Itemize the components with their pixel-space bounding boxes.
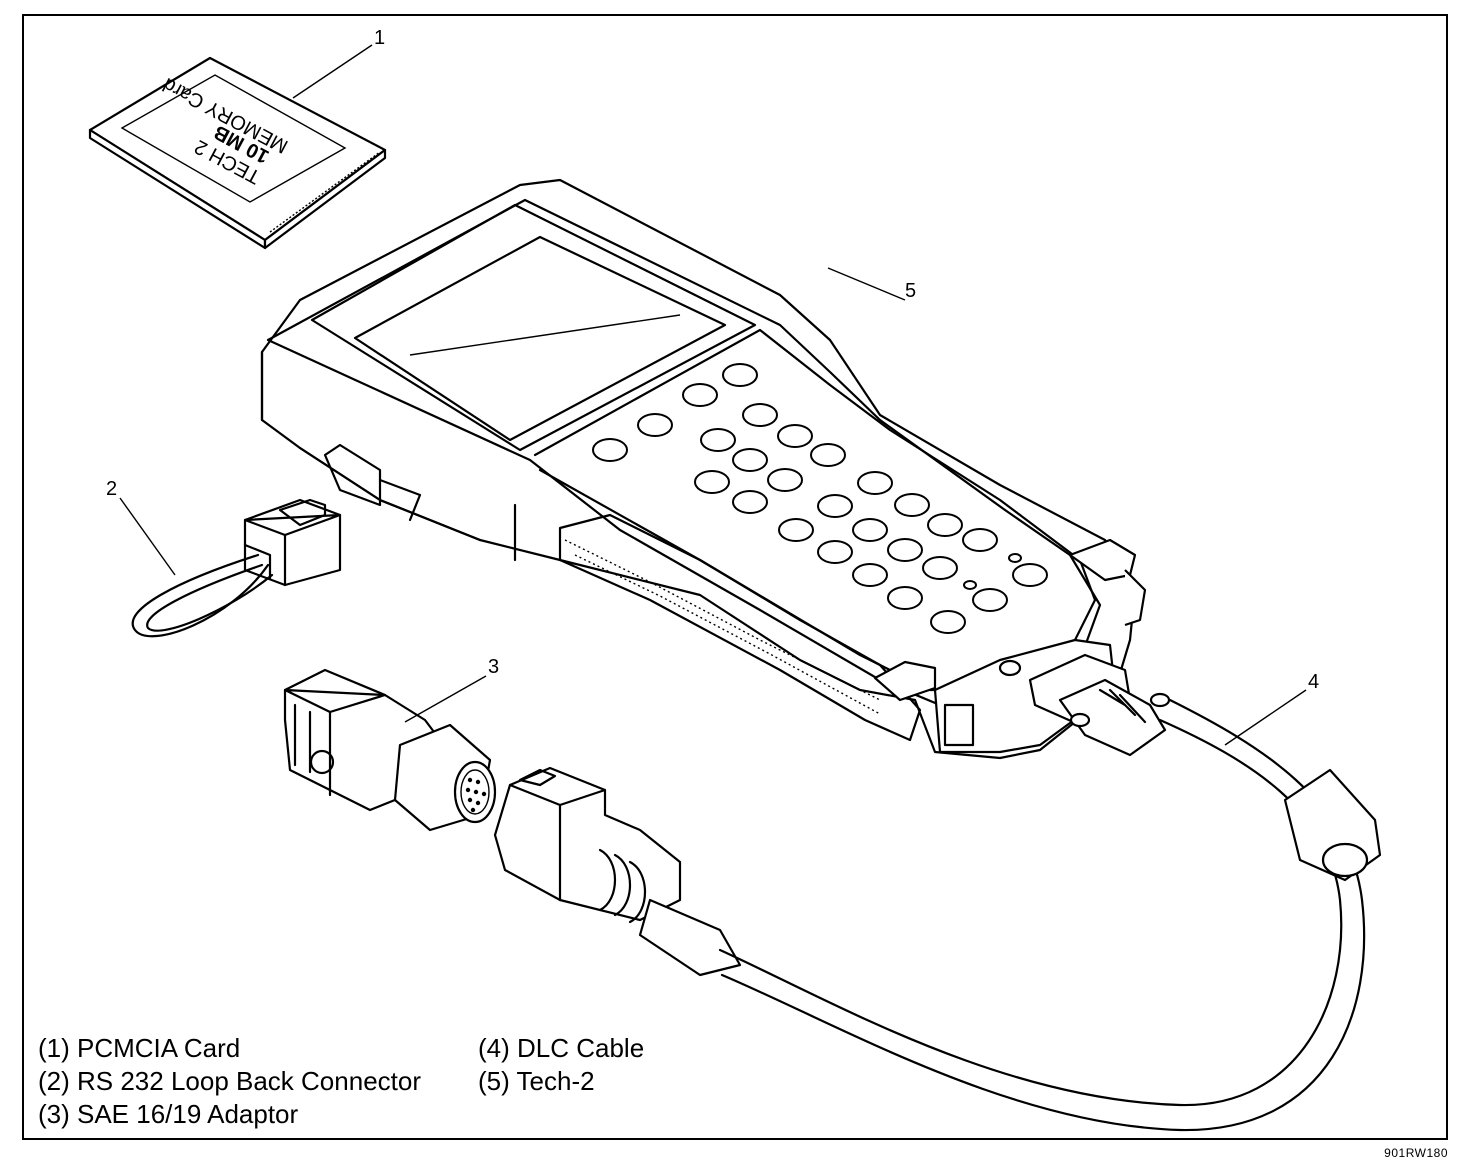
key (742, 403, 778, 427)
loopback-connector (131, 498, 342, 638)
key (592, 438, 628, 462)
key (732, 448, 768, 472)
key (778, 518, 814, 542)
key (927, 513, 963, 537)
legend-item-tech2: (5) Tech-2 (478, 1066, 595, 1096)
legend-item-pcmcia-card: (1) PCMCIA Card (38, 1033, 241, 1063)
figure-id: 901RW180 (1384, 1146, 1448, 1160)
key (1008, 553, 1022, 563)
key (894, 493, 930, 517)
sae-adaptor (283, 668, 497, 832)
callout-4: 4 (1308, 671, 1319, 693)
key (972, 588, 1008, 612)
callout-1: 1 (374, 27, 385, 49)
key (852, 563, 888, 587)
key (962, 528, 998, 552)
key (887, 586, 923, 610)
key (887, 538, 923, 562)
key (817, 494, 853, 518)
key (700, 428, 736, 452)
key (857, 471, 893, 495)
key (963, 580, 977, 590)
legend-item-loopback-connector: (2) RS 232 Loop Back Connector (38, 1066, 421, 1096)
legend-column-left: (1) PCMCIA Card (2) RS 232 Loop Back Con… (38, 1032, 421, 1131)
key (810, 443, 846, 467)
figure-frame (22, 14, 1448, 1140)
key (817, 540, 853, 564)
dlc-cable (493, 653, 1382, 1132)
pcmcia-card: TECH 2 10 MB MEMORY Card (88, 56, 387, 250)
key (682, 383, 718, 407)
callout-3: 3 (488, 656, 499, 678)
key (922, 556, 958, 580)
key (852, 518, 888, 542)
legend-column-right: (4) DLC Cable (5) Tech-2 (478, 1032, 644, 1098)
key (1012, 563, 1048, 587)
legend-item-sae-adaptor: (3) SAE 16/19 Adaptor (38, 1099, 299, 1129)
callout-leaders (119, 44, 1307, 746)
key (637, 413, 673, 437)
keypad (592, 363, 1048, 634)
callout-2: 2 (106, 478, 117, 500)
legend-item-dlc-cable: (4) DLC Cable (478, 1033, 645, 1063)
key (777, 424, 813, 448)
adaptor-pins (465, 777, 487, 813)
key (732, 490, 768, 514)
key (767, 468, 803, 492)
key (694, 470, 730, 494)
key (722, 363, 758, 387)
key (930, 610, 966, 634)
callout-5: 5 (905, 280, 916, 302)
